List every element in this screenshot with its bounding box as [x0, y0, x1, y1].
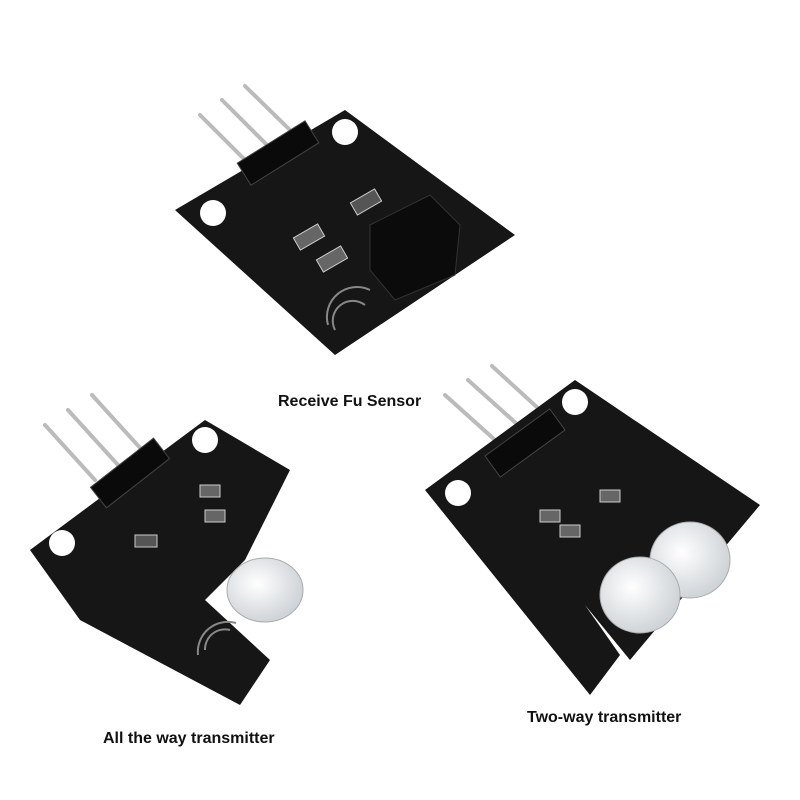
mounting-hole — [200, 200, 226, 226]
mounting-hole — [49, 530, 75, 556]
header-pins — [198, 84, 294, 162]
header-pins — [43, 393, 144, 482]
pcb-board — [30, 420, 290, 705]
ir-led — [226, 557, 304, 623]
ir-receiver-module — [175, 84, 515, 355]
caption-receiver: Receive Fu Sensor — [278, 393, 422, 410]
dual-ir-transmitter-module — [425, 364, 760, 695]
ir-receiver-sensor — [369, 194, 461, 301]
pcb-board — [175, 110, 515, 355]
caption-dual-transmitter: Two-way transmitter — [527, 709, 682, 726]
mounting-hole — [562, 389, 588, 415]
single-ir-transmitter-module — [30, 393, 304, 705]
mounting-hole — [332, 119, 358, 145]
header-pins — [443, 364, 542, 442]
caption-single-transmitter: All the way transmitter — [103, 730, 275, 747]
ir-led — [599, 556, 681, 634]
mounting-hole — [445, 480, 471, 506]
mounting-hole — [192, 427, 218, 453]
